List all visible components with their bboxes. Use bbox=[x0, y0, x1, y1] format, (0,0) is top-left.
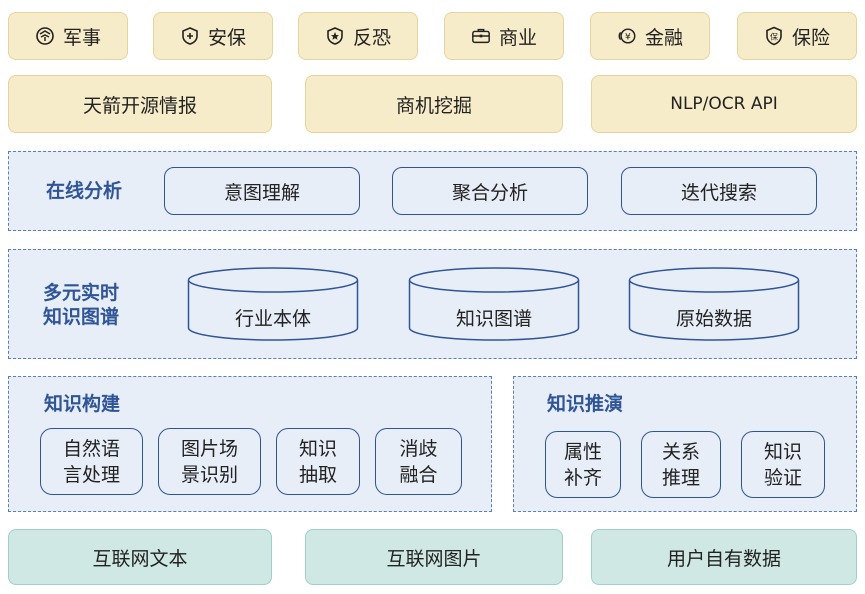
tag-finance: ¥ 金融 bbox=[590, 12, 710, 60]
cylinder-label: 原始数据 bbox=[675, 308, 752, 330]
shield-plus-icon bbox=[180, 26, 200, 46]
box-line2: 抽取 bbox=[298, 463, 337, 486]
tag-counter-terrorism: 反恐 bbox=[298, 12, 418, 60]
cylinder-label: 行业本体 bbox=[234, 308, 311, 330]
knowledge-construction-title: 知识构建 bbox=[44, 393, 121, 415]
tag-label: 保险 bbox=[791, 26, 830, 49]
box-line2: 补齐 bbox=[563, 466, 602, 489]
scene-recognition-box: 图片场景识别 bbox=[158, 428, 261, 495]
cylinder-shape bbox=[408, 267, 580, 341]
relation-inference-box: 关系推理 bbox=[641, 431, 721, 498]
box-line2: 言处理 bbox=[62, 463, 120, 486]
app-opportunity-mining: 商机挖掘 bbox=[305, 75, 563, 133]
source-user-data: 用户自有数据 bbox=[591, 529, 857, 585]
tag-label: 金融 bbox=[644, 26, 683, 49]
box-line1: 自然语 bbox=[62, 437, 120, 460]
box-line2: 融合 bbox=[399, 463, 438, 486]
tag-business: 商业 bbox=[444, 12, 564, 60]
knowledge-extraction-box: 知识抽取 bbox=[276, 428, 360, 495]
cylinder-label: 知识图谱 bbox=[455, 308, 532, 330]
knowledge-graph-title: 多元实时 知识图谱 bbox=[43, 281, 119, 329]
app-open-source-intel: 天箭开源情报 bbox=[8, 75, 272, 133]
knowledge-graph-title-line2: 知识图谱 bbox=[43, 306, 120, 328]
source-internet-text: 互联网文本 bbox=[8, 529, 272, 585]
cylinder-shape bbox=[628, 267, 800, 341]
box-line2: 景识别 bbox=[180, 463, 238, 486]
knowledge-inference-title: 知识推演 bbox=[547, 393, 624, 415]
online-analysis-title: 在线分析 bbox=[46, 180, 123, 202]
intent-understanding-box: 意图理解 bbox=[164, 167, 360, 215]
knowledge-graph-title-line1: 多元实时 bbox=[43, 282, 120, 304]
tag-label: 军事 bbox=[62, 26, 101, 49]
box-line1: 知识 bbox=[298, 437, 337, 460]
military-badge-icon bbox=[35, 26, 55, 46]
tag-label: 商业 bbox=[498, 26, 537, 49]
insurance-shield-icon: 保 bbox=[764, 26, 784, 46]
box-line1: 知识 bbox=[763, 440, 802, 463]
iterative-search-box: 迭代搜索 bbox=[621, 167, 817, 215]
svg-text:¥: ¥ bbox=[625, 33, 631, 43]
cylinder-shape bbox=[187, 267, 359, 341]
star-shield-icon bbox=[325, 26, 345, 46]
source-internet-images: 互联网图片 bbox=[305, 529, 563, 585]
attribute-completion-box: 属性补齐 bbox=[545, 431, 621, 498]
tag-military: 军事 bbox=[8, 12, 128, 60]
box-line1: 属性 bbox=[563, 440, 602, 463]
tag-label: 安保 bbox=[207, 26, 246, 49]
knowledge-verification-box: 知识验证 bbox=[741, 431, 825, 498]
nlp-box: 自然语言处理 bbox=[40, 428, 143, 495]
tag-label: 反恐 bbox=[352, 26, 391, 49]
box-line1: 图片场 bbox=[180, 437, 238, 460]
box-line2: 推理 bbox=[661, 466, 700, 489]
industry-ontology-cylinder: 行业本体 bbox=[187, 266, 359, 342]
app-nlp-ocr-api: NLP/OCR API bbox=[591, 75, 857, 133]
aggregate-analysis-box: 聚合分析 bbox=[392, 167, 588, 215]
box-line2: 验证 bbox=[763, 466, 802, 489]
raw-data-cylinder: 原始数据 bbox=[628, 266, 800, 342]
svg-text:保: 保 bbox=[770, 32, 778, 42]
yen-coin-icon: ¥ bbox=[617, 26, 637, 46]
tag-insurance: 保 保险 bbox=[737, 12, 857, 60]
knowledge-graph-cylinder: 知识图谱 bbox=[408, 266, 580, 342]
disambiguation-fusion-box: 消歧融合 bbox=[375, 428, 462, 495]
box-line1: 消歧 bbox=[399, 437, 438, 460]
tag-security: 安保 bbox=[153, 12, 273, 60]
box-line1: 关系 bbox=[661, 440, 700, 463]
briefcase-icon bbox=[471, 26, 491, 46]
